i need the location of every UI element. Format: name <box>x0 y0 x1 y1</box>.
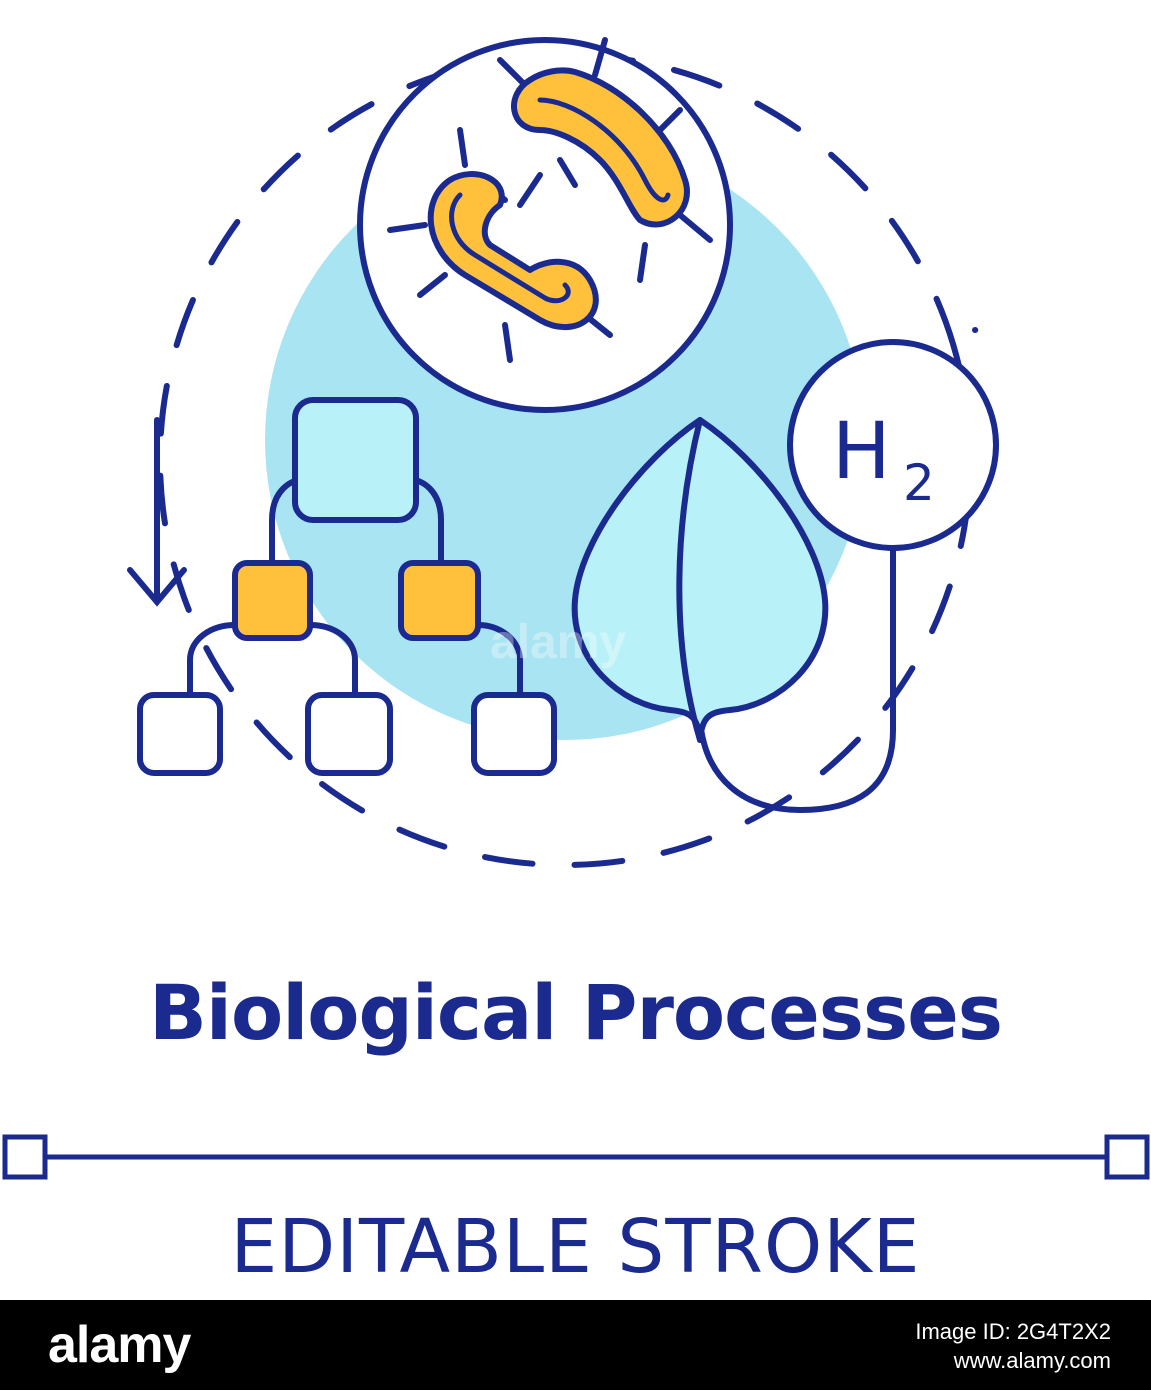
stroke-handle-left <box>2 1134 48 1180</box>
image-id: Image ID: 2G4T2X2 <box>915 1319 1111 1344</box>
bacteria-icon <box>357 37 733 413</box>
footer-url: www.alamy.com <box>953 1347 1111 1373</box>
formula-subscript: 2 <box>903 454 935 512</box>
formula-base: H <box>832 407 891 497</box>
watermark-text: alamy <box>490 616 627 669</box>
leaf-node-1 <box>137 692 223 776</box>
footer-bar <box>0 1300 1151 1390</box>
illustration-title: Biological Processes <box>149 968 1003 1057</box>
hydrogen-icon <box>697 339 999 814</box>
down-arrow-icon <box>127 417 187 607</box>
stroke-handle-right <box>1104 1134 1150 1180</box>
leaf-icon <box>571 417 829 743</box>
leaf-node-3 <box>471 692 557 776</box>
illustration-subtitle: EDITABLE STROKE <box>230 1204 921 1290</box>
root-node <box>292 397 419 523</box>
editable-stroke-line <box>2 1134 1150 1180</box>
footer-logo: alamy <box>48 1316 191 1374</box>
leaf-node-2 <box>305 692 393 776</box>
branch-node-left <box>232 560 313 641</box>
footer-meta: Image ID: 2G4T2X2 www.alamy.com <box>915 1318 1111 1375</box>
branch-node-right <box>398 560 481 641</box>
